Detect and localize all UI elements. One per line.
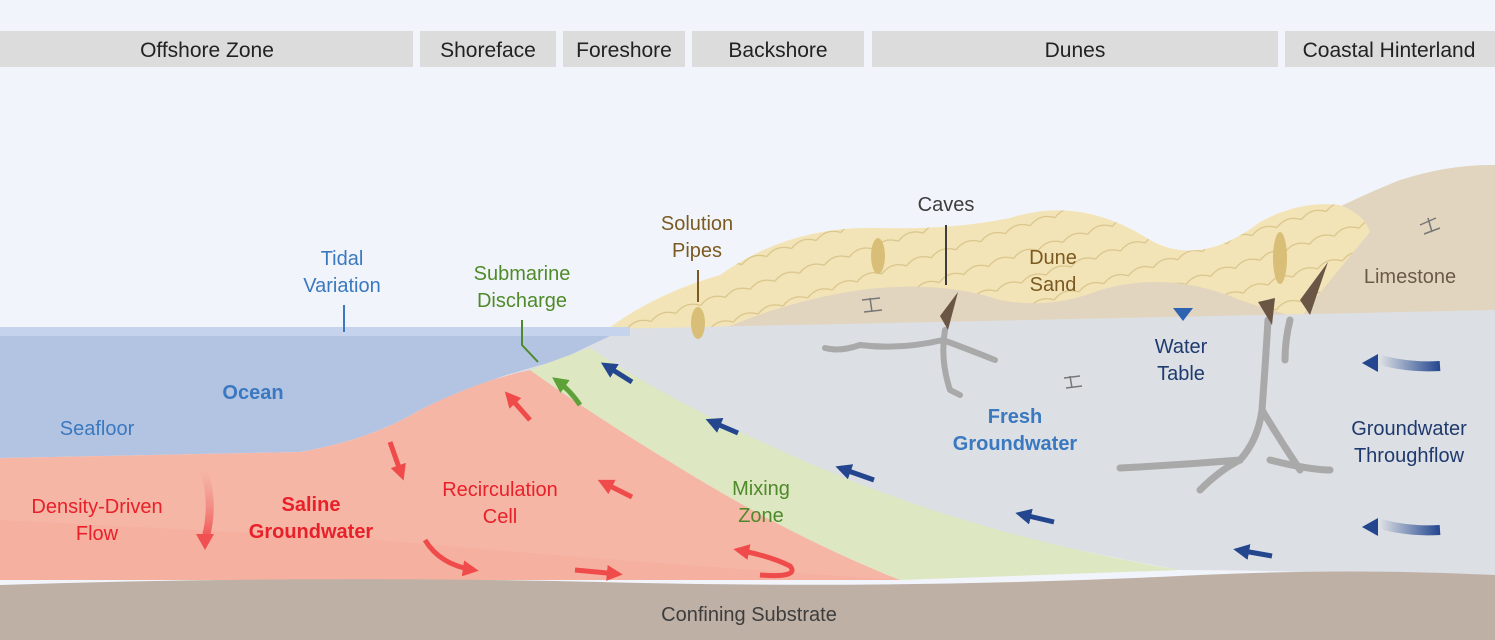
saline-groundwater-label-1: Saline xyxy=(282,494,341,516)
saline-groundwater-label-2: Groundwater xyxy=(249,521,374,543)
saline-lower-band xyxy=(0,520,900,580)
fresh-flow-arrow xyxy=(1233,544,1273,560)
groundwater-throughflow-label-2: Throughflow xyxy=(1354,445,1465,467)
recirculation-arrow xyxy=(597,479,634,500)
throughflow-head xyxy=(1362,518,1378,536)
zone-shoreface-label: Shoreface xyxy=(440,39,536,62)
throughflow-head xyxy=(1362,354,1378,372)
solution-pipe-1 xyxy=(691,307,705,339)
mixing-zone-label-2: Zone xyxy=(738,505,784,527)
density-flow-arrow-tail xyxy=(200,468,214,542)
zone-hinterland-box xyxy=(1285,31,1495,67)
recirculation-cell-label-1: Recirculation xyxy=(442,479,558,501)
fresh-flow-arrow xyxy=(600,362,634,385)
fresh-flow-arrow xyxy=(1015,508,1055,525)
recirculation-arrows xyxy=(387,391,795,581)
submarine-discharge-arrow xyxy=(552,377,583,407)
zone-header: Offshore Zone Shoreface Foreshore Backsh… xyxy=(0,31,1495,67)
fresh-groundwater-body xyxy=(500,310,1495,580)
recirculation-cell-label-2: Cell xyxy=(483,506,517,528)
throughflow-tail xyxy=(1378,519,1441,536)
cave-entrance-left xyxy=(940,292,958,330)
ocean-label: Ocean xyxy=(222,382,283,404)
submarine-discharge-label-2: Discharge xyxy=(477,290,567,312)
fresh-flow-arrow xyxy=(705,418,739,436)
zone-backshore-label: Backshore xyxy=(728,39,827,62)
seafloor-label: Seafloor xyxy=(60,418,135,440)
dune-sand-label-2: Sand xyxy=(1030,274,1077,296)
fresh-flow-arrows xyxy=(600,362,1273,560)
groundwater-throughflow-label-1: Groundwater xyxy=(1351,418,1467,440)
water-table-label-2: Table xyxy=(1157,363,1205,385)
fresh-groundwater-label-1: Fresh xyxy=(988,406,1042,428)
density-driven-flow-label-2: Flow xyxy=(76,523,119,545)
mixing-zone-label-1: Mixing xyxy=(732,478,790,500)
cave-entrance-right-1 xyxy=(1258,298,1275,325)
water-table-label-1: Water xyxy=(1155,336,1208,358)
submarine-discharge-label-1: Submarine xyxy=(474,263,571,285)
dune-sand-label-1: Dune xyxy=(1029,247,1077,269)
limestone-symbols xyxy=(861,217,1441,389)
fresh-groundwater-label-2: Groundwater xyxy=(953,433,1078,455)
water-table-marker xyxy=(1173,308,1193,321)
confining-substrate xyxy=(0,571,1495,640)
solution-pipe-3 xyxy=(1273,232,1287,284)
recirculation-arrow xyxy=(504,391,532,422)
tidal-variation-label-2: Variation xyxy=(303,275,380,297)
solution-pipes-label-2: Pipes xyxy=(672,240,722,262)
recirculation-arrow xyxy=(574,564,623,581)
recirculation-arrow xyxy=(422,538,479,577)
zone-offshore-box xyxy=(0,31,413,67)
limestone-hill xyxy=(1290,164,1495,318)
submarine-discharge-leader xyxy=(521,320,539,363)
confining-substrate-label: Confining Substrate xyxy=(661,604,837,626)
caves-label: Caves xyxy=(918,194,975,216)
zone-foreshore-box xyxy=(563,31,685,67)
throughflow-tail xyxy=(1378,355,1441,372)
fresh-flow-arrow xyxy=(835,464,875,483)
throughflow-arrows xyxy=(1362,354,1441,536)
zone-backshore-box xyxy=(692,31,864,67)
zone-dunes-box xyxy=(872,31,1278,67)
zone-offshore-label: Offshore Zone xyxy=(140,39,274,62)
zone-dunes-label: Dunes xyxy=(1045,39,1106,62)
zone-hinterland-label: Coastal Hinterland xyxy=(1303,39,1476,62)
saline-groundwater-body xyxy=(0,370,900,580)
mixing-zone-body xyxy=(530,348,1180,580)
solution-pipe-2 xyxy=(871,238,885,274)
recirculation-arrow xyxy=(733,544,795,579)
tidal-band xyxy=(0,327,630,336)
recirculation-arrow xyxy=(387,441,406,481)
solution-pipes-label-1: Solution xyxy=(661,213,733,235)
zone-foreshore-label: Foreshore xyxy=(576,39,672,62)
cave-system-left xyxy=(822,327,998,398)
zone-shoreface-box xyxy=(420,31,556,67)
cave-system-right xyxy=(1116,316,1334,494)
limestone-label: Limestone xyxy=(1364,266,1456,288)
density-driven-flow-label-1: Density-Driven xyxy=(31,496,162,518)
ocean-body xyxy=(0,327,630,458)
tidal-variation-label-1: Tidal xyxy=(321,248,364,270)
density-flow-arrow-head xyxy=(196,534,214,550)
cave-entrance-right-2 xyxy=(1300,262,1328,315)
